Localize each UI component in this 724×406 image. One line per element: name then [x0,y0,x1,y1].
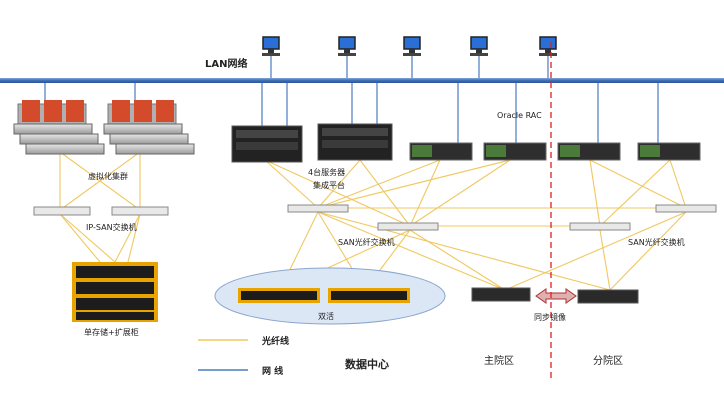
sync-mirror-label: 同步镜像 [534,313,566,322]
network-lines [44,56,659,144]
legend-network-label: 网 线 [262,367,284,377]
workstation-icon [539,36,557,56]
storage-mirror [471,287,639,304]
active-active-label: 双活 [318,312,334,321]
oracle-rac-label: Oracle RAC [497,111,542,120]
virtual-cluster-right [103,100,195,155]
legend-fiber-label: 光纤线 [262,337,290,347]
lan-bus [0,78,724,83]
branch-campus-label: 分院区 [593,356,623,367]
lan-label: LAN网络 [205,59,248,70]
server4-label-line2: 集成平台 [313,181,345,190]
sync-arrow [535,288,577,304]
rack-servers [409,142,701,161]
workstations [262,36,557,56]
data-center-label: 数据中心 [345,358,389,371]
workstation-icon [262,36,280,56]
storage-array-left [72,262,158,322]
blade-servers-4 [231,123,393,163]
san-switch-branch-label: SAN光纤交换机 [628,238,685,247]
workstation-icon [403,36,421,56]
virtual-cluster-label: 虚拟化集群 [88,172,128,181]
storage-active-active [238,288,410,303]
workstation-icon [470,36,488,56]
workstation-icon [338,36,356,56]
server4-label-line1: 4台服务器 [308,168,346,177]
switches [33,204,717,231]
ipsan-switch-label: IP-SAN交换机 [86,223,137,232]
virtual-cluster-left [13,100,105,155]
storage-single-label: 单存储+扩展柜 [84,328,139,337]
san-switch-main-label: SAN光纤交换机 [338,238,395,247]
main-campus-label: 主院区 [484,356,514,367]
